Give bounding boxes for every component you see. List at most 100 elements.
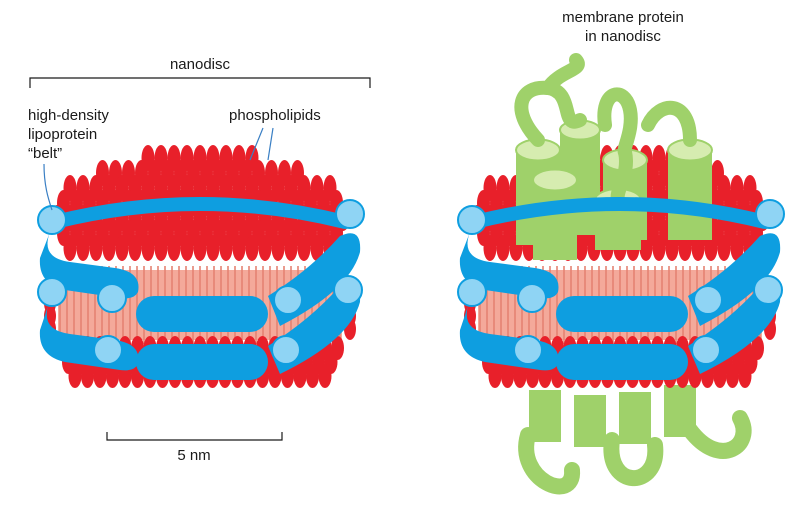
belt-label-line1: high-density (28, 107, 109, 124)
lipid-head (526, 364, 539, 388)
lipid-head (691, 235, 705, 261)
lipid-head (89, 235, 103, 261)
lipid-head (318, 364, 332, 388)
protein-helix (574, 395, 606, 447)
lipid-head (206, 235, 220, 261)
belt-segment (468, 197, 772, 229)
belt-link (753, 275, 783, 305)
nanodisc-bracket (29, 77, 371, 88)
belt-link (513, 335, 543, 365)
belt-link (335, 199, 365, 229)
lipid-head (232, 235, 246, 261)
belt-link (37, 205, 67, 235)
lipid-head (268, 364, 282, 388)
lipid-head (483, 235, 497, 261)
membrane-protein (514, 53, 713, 260)
lipid-head (81, 364, 94, 388)
belt-link (457, 277, 487, 307)
lipid-head (496, 235, 510, 261)
protein-loop (682, 410, 752, 459)
scale-bar (106, 432, 283, 441)
lipid-head (141, 235, 155, 261)
hdl-belt (37, 197, 365, 380)
lipid-head (115, 235, 129, 261)
belt-link (693, 285, 723, 315)
belt-segment (556, 344, 688, 380)
lipid-head (704, 235, 718, 261)
lipid-head (180, 235, 194, 261)
protein-label-line1: membrane protein (562, 9, 684, 26)
lipid-head (106, 364, 119, 388)
protein-lower-loops (518, 385, 752, 495)
belt-link (271, 335, 301, 365)
lipid-head (102, 235, 116, 261)
lipid-head (284, 235, 298, 261)
belt-link (457, 205, 487, 235)
protein-loop (597, 87, 638, 159)
belt-link (37, 277, 67, 307)
lipid-head (665, 235, 679, 261)
lipid-head (310, 235, 324, 261)
phospholipids-leader-a (249, 127, 264, 161)
belt-link (755, 199, 785, 229)
belt-link (517, 283, 547, 313)
belt-label-line3: “belt” (28, 145, 62, 162)
lipid-head (167, 235, 181, 261)
lipid-head (219, 235, 233, 261)
lipid-head (128, 235, 142, 261)
belt-leader-line (43, 163, 53, 211)
belt-link (93, 335, 123, 365)
belt-label-line2: lipoprotein (28, 126, 97, 143)
belt-segment (39, 232, 139, 299)
nanodisc-label: nanodisc (170, 56, 231, 73)
protein-label-line2: in nanodisc (585, 28, 661, 45)
protein-loop (518, 427, 580, 495)
belt-link (333, 275, 363, 305)
lipid-head (678, 235, 692, 261)
lipid-head (717, 235, 731, 261)
lipid-head (730, 235, 744, 261)
phospholipids-label: phospholipids (229, 107, 321, 124)
lipid-head (574, 235, 588, 261)
belt-link (273, 285, 303, 315)
lipid-head (306, 364, 319, 388)
lipid-head (738, 364, 752, 388)
lipid-head (513, 364, 527, 388)
belt-segment (459, 232, 559, 299)
phospholipids-leader-b (267, 127, 274, 161)
lipid-head (652, 235, 666, 261)
belt-segment (556, 296, 688, 332)
lipid-head (93, 364, 107, 388)
lipid-head (501, 364, 514, 388)
lipid-head (297, 235, 311, 261)
belt-link (97, 283, 127, 313)
scale-label: 5 nm (177, 447, 210, 464)
lipid-head (193, 235, 207, 261)
lipid-head (726, 364, 739, 388)
hdl-belt (457, 197, 785, 380)
lipid-head (271, 235, 285, 261)
lipid-head (154, 235, 168, 261)
lipid-head (688, 364, 702, 388)
belt-segment (136, 296, 268, 332)
protein-helix (668, 150, 712, 240)
belt-link (691, 335, 721, 365)
lipid-head (76, 235, 90, 261)
protein-loop (603, 432, 664, 487)
lipid-head (293, 364, 307, 388)
lipid-head (245, 235, 259, 261)
belt-segment (48, 197, 352, 229)
protein-loop (541, 53, 585, 95)
protein-helix (533, 180, 577, 260)
lipid-head (488, 364, 502, 388)
lipid-head (258, 235, 272, 261)
lipid-head (68, 364, 82, 388)
protein-helix-top (532, 168, 578, 192)
protein-helix (619, 392, 651, 444)
lipid-head (713, 364, 727, 388)
belt-segment (136, 344, 268, 380)
nanodisc-empty (37, 145, 365, 388)
nanodisc-with-protein (457, 53, 785, 495)
protein-loop (641, 100, 697, 147)
